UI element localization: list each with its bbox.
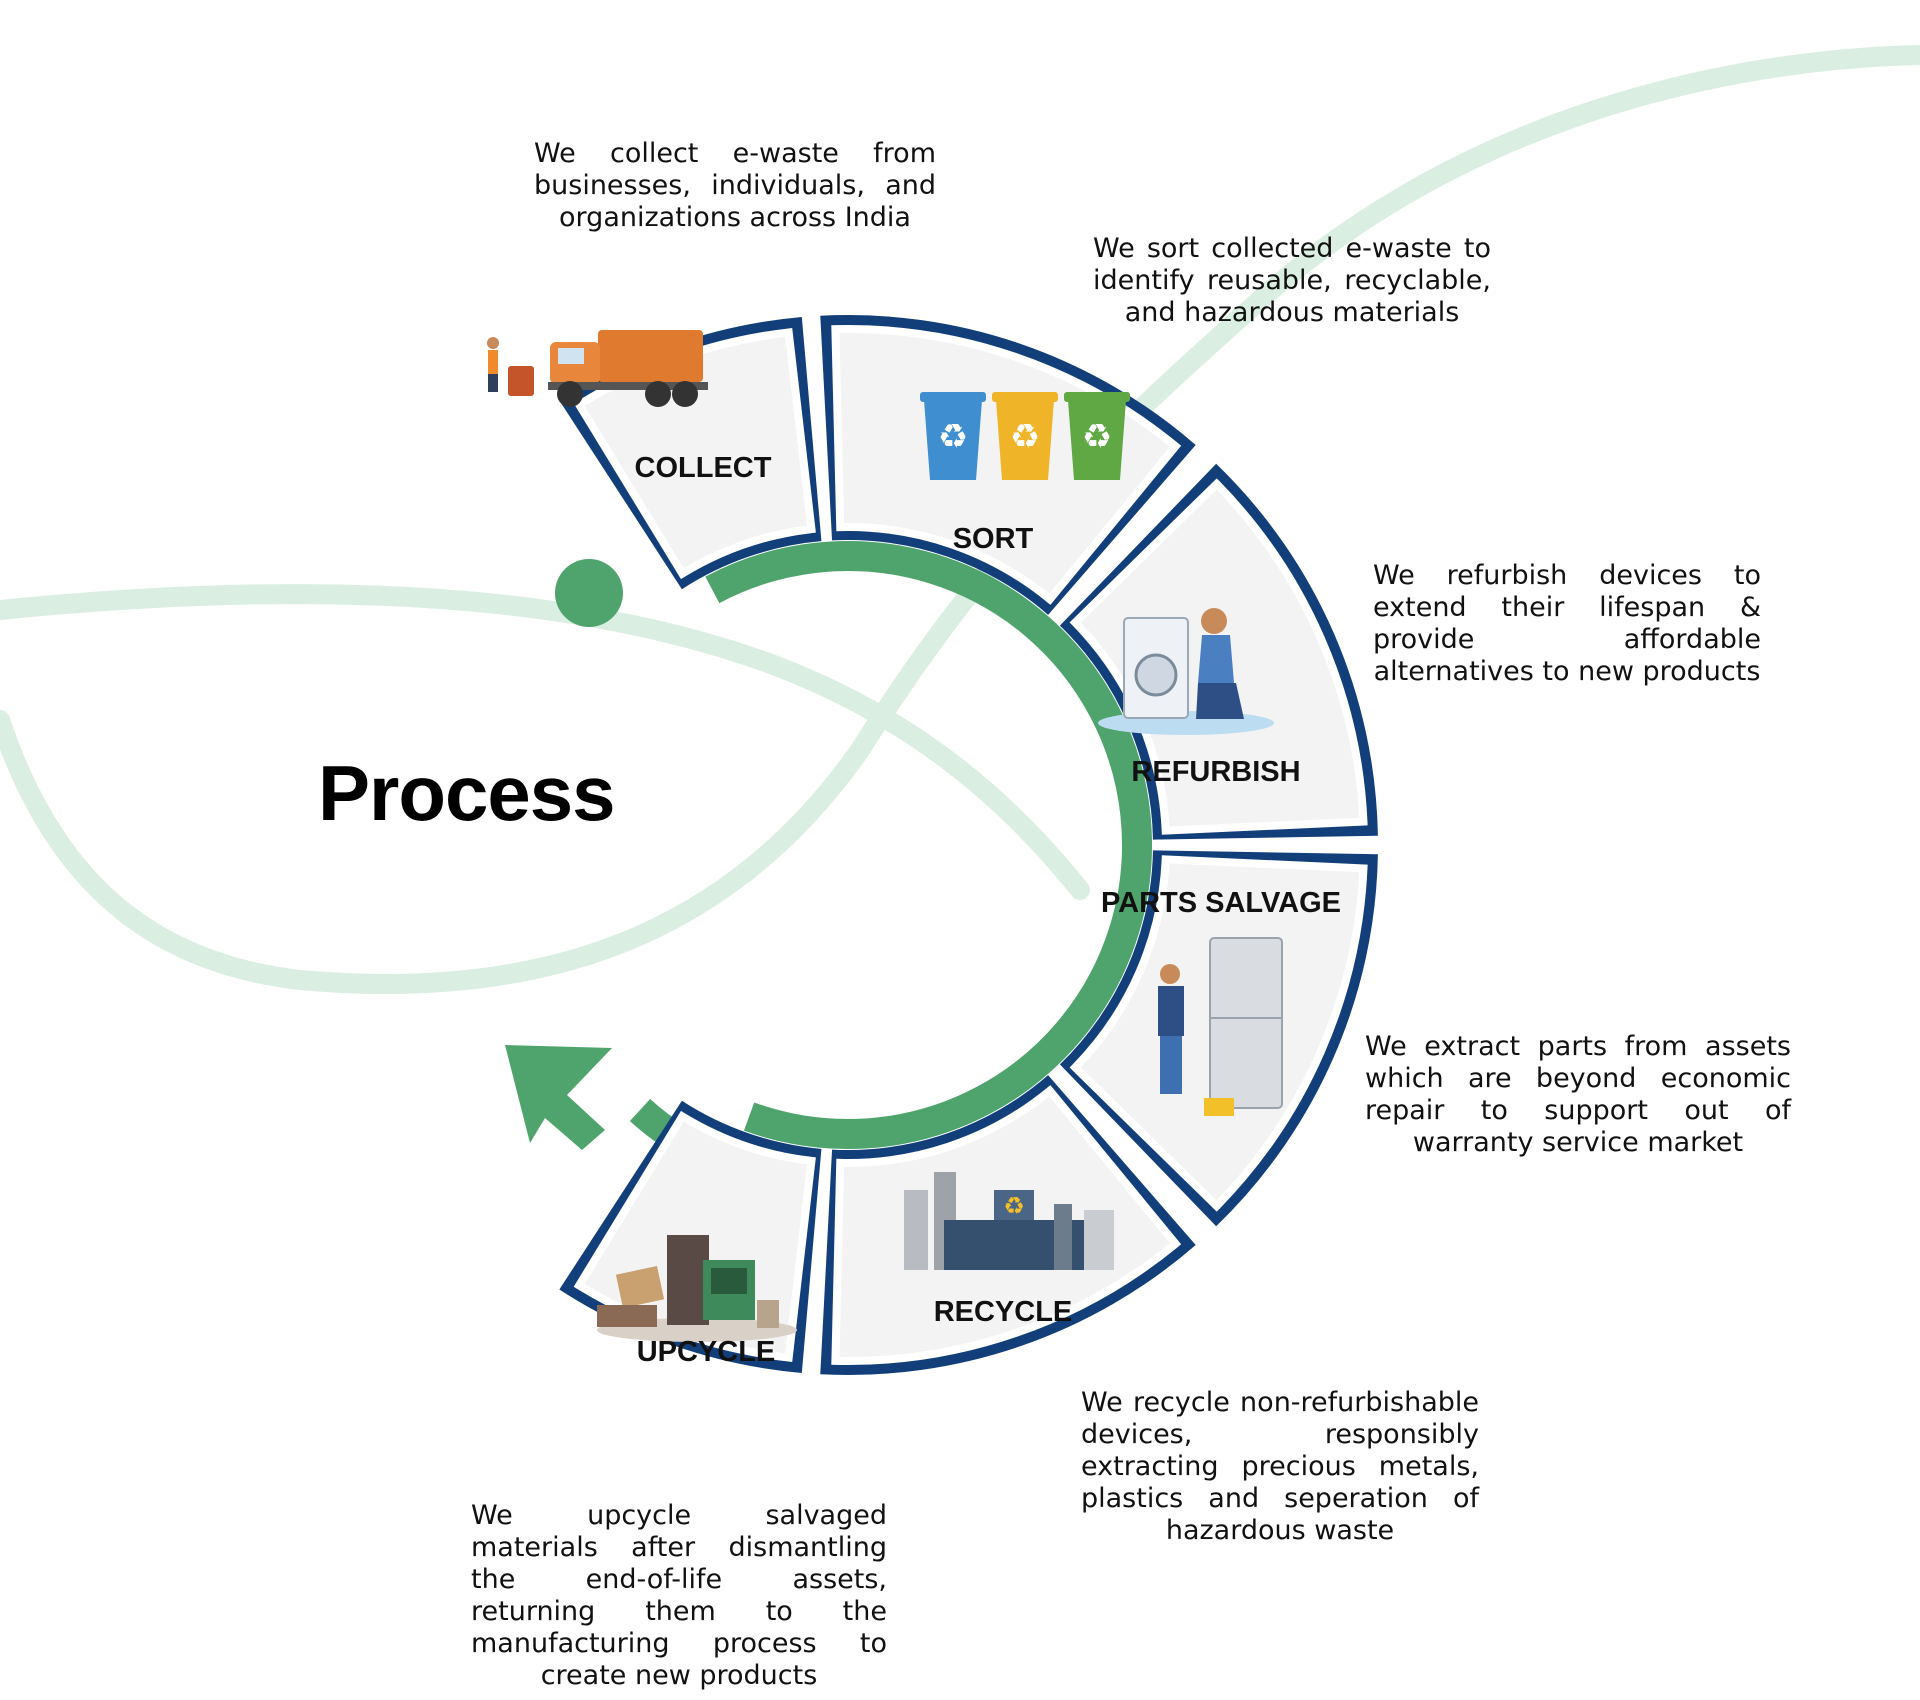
wheel <box>557 381 583 407</box>
toolbox <box>1204 1098 1234 1116</box>
upcycle-description: We upcycle salvaged materials after dism… <box>471 1500 887 1691</box>
segment-upcycle: UPCYCLE <box>559 1100 822 1373</box>
worker <box>488 350 498 374</box>
parts-salvage-description: We extract parts from assets which are b… <box>1365 1031 1791 1158</box>
segment-label: SORT <box>953 523 1034 555</box>
segment-label: PARTS SALVAGE <box>1101 887 1341 919</box>
segment-recycle: ♻ RECYCLE <box>820 1075 1196 1376</box>
technician-head <box>1201 608 1227 634</box>
segment-label: REFURBISH <box>1131 756 1300 788</box>
scrap-cabinet <box>667 1235 709 1325</box>
garbage-truck-icon <box>487 330 708 407</box>
wheel <box>672 381 698 407</box>
wheel <box>645 381 671 407</box>
segment-parts-salvage: PARTS SALVAGE <box>1059 850 1378 1227</box>
recycle-symbol: ♻ <box>1082 417 1112 457</box>
recycle-bin <box>1068 400 1126 480</box>
background-curves <box>0 45 1920 995</box>
technician-head <box>1160 964 1180 984</box>
truck-window <box>558 348 584 364</box>
sort-description: We sort collected e-waste to identify re… <box>1093 233 1491 328</box>
process-segments: COLLECT ♻ ♻ ♻ SORT REFURBISH PARTS SALVAGE ♻ REC… <box>487 315 1378 1376</box>
segment-refurbish: REFURBISH <box>1059 463 1378 840</box>
page-title: Process <box>318 749 616 837</box>
refrigerator <box>1209 937 1283 1109</box>
technician-washing-machine-icon <box>1098 608 1274 735</box>
green-connector-ring <box>505 541 1152 1185</box>
recycle-symbol: ♻ <box>1003 1192 1025 1220</box>
ring-start-cap <box>555 559 623 627</box>
recycle-symbol: ♻ <box>938 417 968 457</box>
truck-body <box>598 330 703 382</box>
recycle-bin <box>924 400 982 480</box>
segment-collect: COLLECT <box>487 317 822 590</box>
recycle-description: We recycle non-refurbishable devices, re… <box>1081 1387 1479 1546</box>
segment-label: COLLECT <box>635 452 772 484</box>
wheelie-bin <box>508 366 534 396</box>
scrap-pile-icon <box>597 1235 797 1342</box>
cardboard-box <box>615 1266 665 1308</box>
segment-label: RECYCLE <box>934 1296 1073 1328</box>
segment-sort: ♻ ♻ ♻ SORT <box>820 315 1196 615</box>
segment-label: UPCYCLE <box>637 1336 776 1368</box>
factory-chimney <box>904 1190 928 1270</box>
collect-description: We collect e-waste from businesses, indi… <box>534 138 936 233</box>
refurbish-description: We refurbish devices to extend their lif… <box>1373 560 1761 687</box>
recycle-bin <box>996 400 1054 480</box>
machine-door <box>1134 653 1178 697</box>
technician-body <box>1198 635 1234 683</box>
ring-arrow-head <box>505 1045 612 1150</box>
technician-body <box>1158 986 1184 1036</box>
technician-refrigerator-icon <box>1158 937 1283 1116</box>
recycle-bins-icon: ♻ ♻ ♻ <box>920 392 1130 480</box>
recycle-symbol: ♻ <box>1010 417 1040 457</box>
recycling-factory-icon: ♻ <box>904 1172 1114 1270</box>
